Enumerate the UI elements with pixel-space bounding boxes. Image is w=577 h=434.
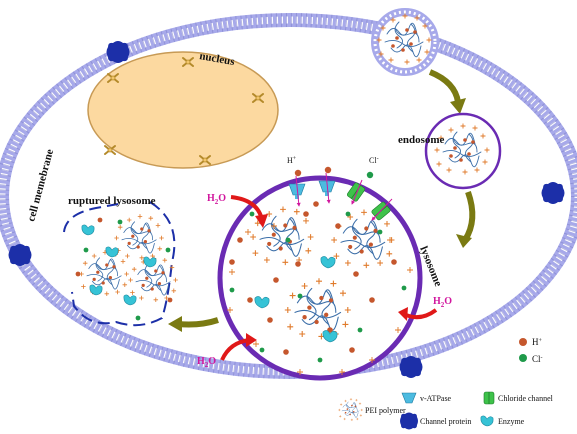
channel-protein-icon xyxy=(400,412,418,430)
lysosome: lysosome xyxy=(217,175,444,381)
chloride-channel-icon xyxy=(483,391,495,405)
ruptured-lysosome-label: ruptured lysosome xyxy=(68,195,156,207)
legend-enzyme: Enzyme xyxy=(498,417,525,426)
legend-vatpase: v-ATPase xyxy=(420,394,452,403)
budding-vesicle xyxy=(371,8,439,76)
olive-arrows xyxy=(168,69,476,332)
proton-icon xyxy=(519,338,527,346)
enzyme-icon xyxy=(480,415,494,427)
water-label: H2O xyxy=(433,296,452,309)
water-inflow: H2O H2O H2O xyxy=(197,193,452,369)
lysosome-channels xyxy=(288,166,393,221)
legend-cl-ion: Cl- xyxy=(532,354,543,364)
legend-h-ion: H+ xyxy=(532,337,543,347)
pei-polymer-icon xyxy=(250,206,314,266)
pei-polymer-icon xyxy=(331,209,395,269)
nucleus: nucleus xyxy=(87,50,279,169)
cl-minus-label: Cl- xyxy=(369,156,379,165)
cell-membrane-label: cell memebrane xyxy=(25,148,56,223)
ion-legend: H+ Cl- xyxy=(519,337,543,364)
endosome: endosome xyxy=(398,112,502,190)
ruptured-lysosome: ruptured lysosome xyxy=(63,195,178,327)
pei-polymer-icon xyxy=(376,13,432,65)
chloride-ion-icon xyxy=(519,354,527,362)
legend-chloride: Chloride channel xyxy=(498,394,554,403)
pei-polymer-icon xyxy=(338,398,363,422)
pei-polymer-icon xyxy=(79,250,129,297)
pei-polymer-icon xyxy=(284,278,351,340)
water-label: H2O xyxy=(207,193,226,206)
legend-pei: PEI polymer xyxy=(365,406,406,415)
endosome-label: endosome xyxy=(398,134,445,146)
component-legend: v-ATPase Chloride channel Channel protei… xyxy=(338,391,554,430)
h-plus-label: H+ xyxy=(287,156,297,165)
channel-proteins xyxy=(8,41,565,378)
pei-polymer-icon xyxy=(114,214,164,261)
pei-polymer-icon xyxy=(434,123,490,175)
water-label: H2O xyxy=(197,356,216,369)
legend-channel-protein: Channel protein xyxy=(420,417,471,426)
vatpase-icon xyxy=(401,392,417,404)
